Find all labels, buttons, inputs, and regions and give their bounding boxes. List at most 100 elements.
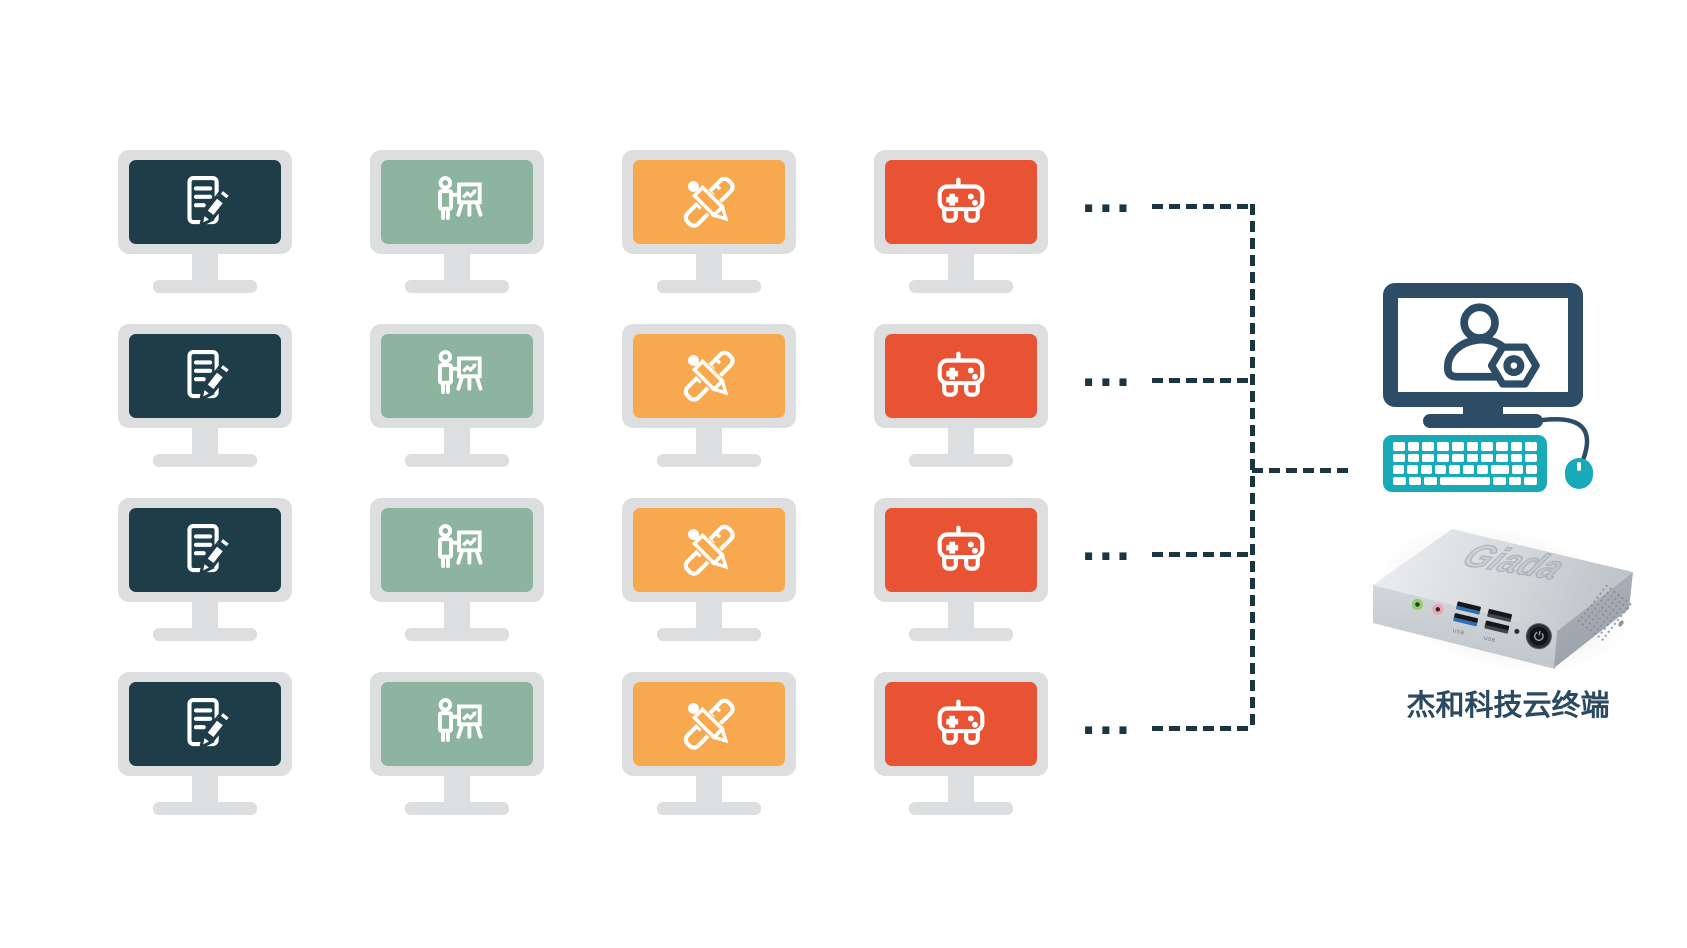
keyboard-key	[1407, 453, 1420, 462]
monitor-stand-base	[405, 802, 509, 815]
monitor-stand-neck	[696, 254, 722, 283]
keyboard-key	[1440, 476, 1490, 485]
usb-label: USB	[1452, 627, 1465, 637]
monitor-stand-base	[405, 280, 509, 293]
monitor-stand-base	[657, 454, 761, 467]
keyboard-key	[1495, 453, 1508, 462]
monitor-stand-base	[153, 280, 257, 293]
monitor-frame	[118, 324, 292, 428]
usb3-port	[1453, 612, 1479, 627]
keyboard-key	[1408, 476, 1422, 485]
monitor-frame	[622, 324, 796, 428]
monitor-stand-base	[909, 280, 1013, 293]
monitor-frame	[370, 150, 544, 254]
keyboard-key	[1512, 465, 1524, 474]
row-ellipsis: ...	[1081, 350, 1133, 396]
row-ellipsis: ...	[1081, 698, 1133, 744]
monitor-stand-base	[405, 628, 509, 641]
document-edit-icon	[187, 176, 234, 229]
monitor-stand-neck	[192, 428, 218, 457]
monitor-stand-base	[153, 628, 257, 641]
monitor-stand-base	[153, 454, 257, 467]
keyboard-key	[1437, 442, 1449, 451]
keyboard-key	[1510, 453, 1523, 462]
keyboard-row	[1393, 465, 1538, 474]
monitor-stand-neck	[948, 254, 974, 283]
monitor-stand-base	[909, 454, 1013, 467]
ruler-pencil-icon	[683, 698, 735, 750]
monitor-stand-base	[909, 628, 1013, 641]
client-monitor	[370, 150, 544, 295]
monitor-stand-neck	[192, 602, 218, 631]
keyboard-key	[1407, 442, 1420, 451]
gamepad-icon	[937, 177, 985, 223]
monitor-stand-neck	[696, 776, 722, 805]
keyboard-key	[1451, 453, 1464, 462]
mouse-scroll-wheel	[1577, 462, 1581, 471]
keyboard-key	[1524, 476, 1538, 485]
client-monitor	[622, 324, 796, 469]
keyboard-key	[1466, 442, 1479, 451]
row-connector-line	[1152, 377, 1252, 383]
row-connector-line	[1152, 725, 1252, 731]
client-monitor	[118, 498, 292, 643]
keyboard-key	[1490, 465, 1510, 474]
client-monitor	[622, 672, 796, 817]
monitor-stand-neck	[192, 254, 218, 283]
device-caption: 杰和科技云终端	[1406, 688, 1610, 722]
monitor-stand-neck	[948, 602, 974, 631]
mic-jack	[1431, 602, 1445, 616]
monitor-stand-neck	[444, 776, 470, 805]
monitor-stand-base	[657, 802, 761, 815]
monitor-frame	[118, 150, 292, 254]
monitor-frame	[874, 324, 1048, 428]
monitor-stand-base	[153, 802, 257, 815]
monitor-frame	[874, 672, 1048, 776]
client-monitor	[874, 150, 1048, 295]
presenter-chart-icon	[438, 524, 483, 568]
monitor-stand-neck	[192, 776, 218, 805]
monitor-frame	[370, 672, 544, 776]
monitor-stand-neck	[948, 428, 974, 457]
keyboard-key	[1451, 442, 1464, 451]
client-monitor	[874, 324, 1048, 469]
presenter-chart-icon	[438, 698, 483, 742]
gamepad-icon	[937, 351, 985, 397]
keyboard-key	[1466, 453, 1479, 462]
monitor-frame	[118, 498, 292, 602]
monitor-stand-neck	[696, 602, 722, 631]
row-ellipsis: ...	[1081, 524, 1133, 570]
monitor-screen	[129, 508, 281, 592]
user-gear-icon	[1444, 303, 1540, 388]
keyboard-key	[1393, 476, 1406, 485]
keyboard-key	[1437, 453, 1449, 462]
client-monitor	[622, 498, 796, 643]
keyboard-key	[1434, 465, 1446, 474]
keyboard-key	[1393, 465, 1404, 474]
audio-out-jack	[1410, 597, 1425, 612]
monitor-screen	[129, 334, 281, 418]
monitor-frame	[874, 150, 1048, 254]
keyboard-key	[1510, 442, 1523, 451]
row-connector-line	[1152, 203, 1252, 209]
monitor-frame	[622, 672, 796, 776]
gamepad-icon	[937, 525, 985, 571]
monitor-screen	[885, 160, 1037, 244]
monitor-stand-base	[909, 802, 1013, 815]
ruler-pencil-icon	[683, 176, 735, 228]
document-edit-icon	[187, 350, 234, 403]
keyboard-key	[1462, 465, 1474, 474]
keyboard-key	[1393, 453, 1405, 462]
presenter-chart-icon	[438, 350, 483, 394]
bus-line-vertical	[1249, 204, 1255, 730]
client-monitor	[874, 672, 1048, 817]
keyboard-key	[1508, 476, 1522, 485]
keyboard-key	[1525, 453, 1538, 462]
keyboard-row	[1393, 476, 1538, 485]
monitor-frame	[622, 150, 796, 254]
monitor-screen	[633, 508, 785, 592]
client-monitor	[370, 324, 544, 469]
ruler-pencil-icon	[683, 350, 735, 402]
monitor-screen	[633, 334, 785, 418]
